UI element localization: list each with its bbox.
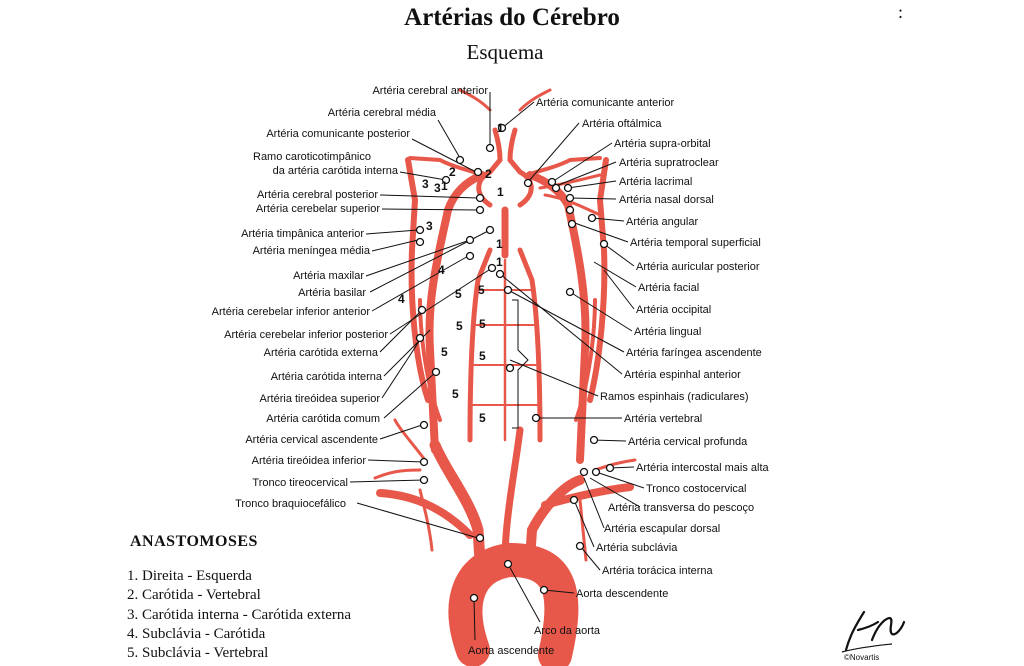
label-supra-orbital: Artéria supra-orbital: [614, 138, 711, 150]
label-tronco-braquiocefalico: Tronco braquiocefálico: [235, 498, 346, 510]
number-label: 5: [455, 287, 462, 301]
label-occipital: Artéria occipital: [636, 304, 711, 316]
label-cerebelar-inferior-posterior: Artéria cerebelar inferior posterior: [224, 329, 388, 341]
label-tireoidea-superior: Artéria tireóidea superior: [260, 393, 381, 405]
page-subtitle: Esquema: [466, 40, 544, 64]
label-intercostal-mais-alta: Artéria intercostal mais alta: [636, 462, 770, 474]
list-item: 4. Subclávia - Carótida: [127, 625, 266, 642]
label-tronco-costocervical: Tronco costocervical: [646, 483, 746, 495]
label-cervical-profunda: Artéria cervical profunda: [628, 436, 748, 448]
label-aorta-descendente: Aorta descendente: [576, 588, 668, 600]
number-label: 3: [434, 181, 441, 195]
number-label: 1: [497, 121, 504, 135]
number-label: 5: [441, 345, 448, 359]
number-label: 4: [438, 263, 445, 277]
number-label: 5: [479, 317, 486, 331]
label-tronco-tireocervical: Tronco tireocervical: [252, 477, 348, 489]
label-toracica-interna: Artéria torácica interna: [602, 565, 714, 577]
label-meningea-media: Artéria meníngea média: [253, 245, 371, 257]
label-faringea-ascendente: Artéria faríngea ascendente: [626, 347, 762, 359]
left-labels: Artéria cerebral anterior Artéria cerebr…: [212, 85, 489, 510]
label-cerebral-anterior: Artéria cerebral anterior: [372, 85, 488, 97]
signature-logo: [841, 610, 906, 653]
label-ramos-espinhais: Ramos espinhais (radiculares): [600, 391, 749, 403]
number-label: 1: [496, 237, 503, 251]
number-label: 5: [479, 411, 486, 425]
label-vertebral: Artéria vertebral: [624, 413, 702, 425]
label-maxilar: Artéria maxilar: [293, 270, 364, 282]
label-supratroclear: Artéria supratroclear: [619, 157, 719, 169]
label-subclavia: Artéria subclávia: [596, 542, 678, 554]
number-label: 5: [478, 283, 485, 297]
label-carotida-interna: Artéria carótida interna: [271, 371, 383, 383]
label-nasal-dorsal: Artéria nasal dorsal: [619, 194, 714, 206]
label-caroticotimpanico-2: da artéria carótida interna: [273, 165, 399, 177]
label-cerebelar-inferior-anterior: Artéria cerebelar inferior anterior: [212, 306, 371, 318]
bottom-labels: Arco da aorta Aorta ascendente: [468, 625, 601, 657]
label-comunicante-anterior: Artéria comunicante anterior: [536, 97, 675, 109]
list-item: 1. Direita - Esquerda: [127, 568, 252, 584]
label-oftalmica: Artéria oftálmica: [582, 118, 662, 130]
anastomosis-numbers: 1 1 1 1 1 2 2 3 3 3 4 4 5 5 5 5 5 5 5 5: [398, 121, 504, 425]
number-label: 2: [449, 165, 456, 179]
label-angular: Artéria angular: [626, 216, 698, 228]
number-label: 1: [497, 185, 504, 199]
right-labels: Artéria comunicante anterior Artéria oft…: [536, 97, 770, 600]
number-label: 1: [441, 179, 448, 193]
label-lingual: Artéria lingual: [634, 326, 701, 338]
label-cervical-ascendente: Artéria cervical ascendente: [245, 434, 378, 446]
label-cerebral-media: Artéria cerebral média: [328, 107, 437, 119]
number-label: 4: [398, 292, 405, 306]
label-lacrimal: Artéria lacrimal: [619, 176, 692, 188]
label-basilar: Artéria basilar: [298, 287, 366, 299]
label-aorta-ascendente: Aorta ascendente: [468, 645, 554, 657]
label-carotida-externa: Artéria carótida externa: [264, 347, 379, 359]
label-auricular-posterior: Artéria auricular posterior: [636, 261, 760, 273]
number-label: 3: [422, 177, 429, 191]
copyright-text: ©Novartis: [844, 653, 880, 662]
label-facial: Artéria facial: [638, 282, 699, 294]
number-label: 5: [452, 387, 459, 401]
list-item: 5. Subclávia - Vertebral: [127, 645, 269, 662]
anastomoses-title: ANASTOMOSES: [130, 533, 258, 550]
label-comunicante-posterior: Artéria comunicante posterior: [266, 128, 410, 140]
page-title: Artérias do Cérebro: [404, 4, 620, 31]
label-arco-da-aorta: Arco da aorta: [534, 625, 601, 637]
stray-mark: :: [898, 2, 904, 22]
number-label: 5: [456, 319, 463, 333]
label-escapular-dorsal: Artéria escapular dorsal: [604, 523, 720, 535]
number-label: 1: [496, 255, 503, 269]
label-cerebral-posterior: Artéria cerebral posterior: [257, 189, 378, 201]
list-item: 3. Carótida interna - Carótida externa: [127, 606, 352, 623]
label-markers: [415, 123, 615, 603]
list-item: 2. Carótida - Vertebral: [127, 587, 261, 604]
anastomoses-list: 1. Direita - Esquerda 2. Carótida - Vert…: [127, 567, 351, 663]
label-carotida-comum: Artéria carótida comum: [266, 413, 380, 425]
label-transversa-do-pescoco: Artéria transversa do pescoço: [608, 502, 754, 514]
number-label: 2: [485, 167, 492, 181]
label-tireoidea-inferior: Artéria tireóidea inferior: [252, 455, 367, 467]
number-label: 5: [479, 349, 486, 363]
label-cerebelar-superior: Artéria cerebelar superior: [256, 203, 380, 215]
number-label: 3: [426, 219, 433, 233]
label-caroticotimpanico: Ramo caroticotimpânico: [253, 151, 371, 163]
label-espinhal-anterior: Artéria espinhal anterior: [624, 369, 741, 381]
label-timpanica-anterior: Artéria timpânica anterior: [241, 228, 364, 240]
label-temporal-superficial: Artéria temporal superficial: [630, 237, 761, 249]
